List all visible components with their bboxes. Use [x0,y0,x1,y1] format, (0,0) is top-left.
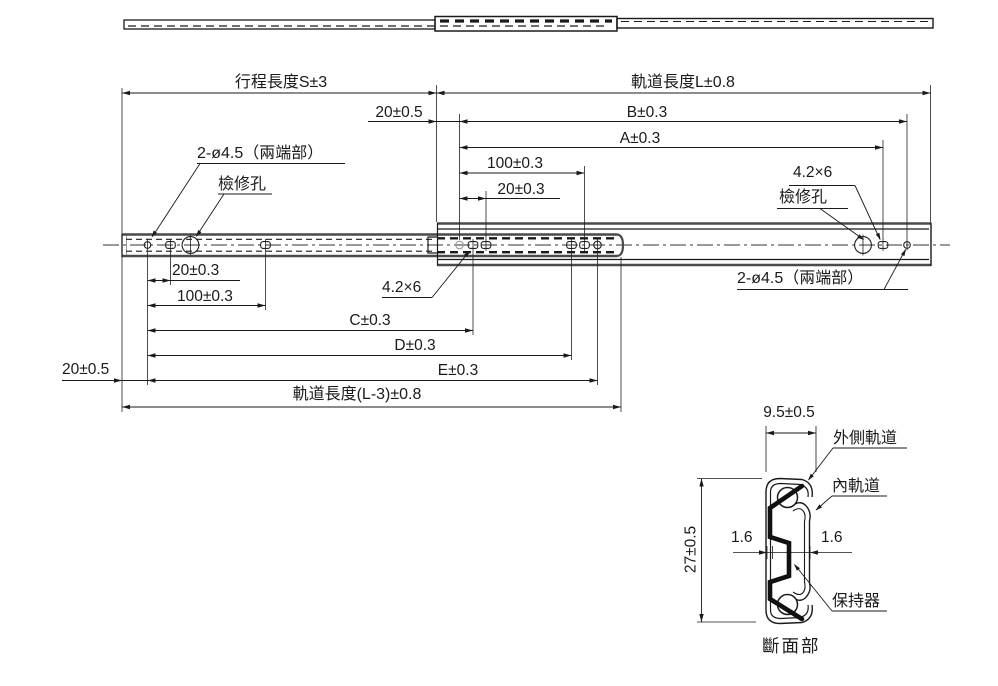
dim-top-pitch100: 100±0.3 [487,155,543,172]
dim-rail-length: 軌道長度L±0.8 [631,74,735,91]
label-end-holes-left: 2-ø4.5（兩端部） [197,145,324,162]
collapsed-assembly-view [123,15,934,32]
label-end-holes-right: 2-ø4.5（兩端部） [737,270,864,287]
label-inspection-right: 檢修孔 [779,189,828,206]
leader-arrows [151,230,906,258]
dim-bottom-offset20: 20±0.5 [62,361,110,378]
dim-inner-rail-length: 軌道長度(L-3)±0.8 [292,386,422,403]
dim-section-height: 27±0.5 [682,525,700,574]
label-slot-bottom-left: 4.2×6 [382,279,422,296]
label-slot-top-right: 4.2×6 [793,164,833,181]
label-retainer: 保持器 [832,593,881,610]
dimension-lines [62,92,931,408]
dim-section-width: 9.5±0.5 [763,404,815,421]
dim-bottom-pitch100: 100±0.3 [177,288,233,305]
dim-thickness-right: 1.6 [821,529,843,546]
dim-C: C±0.3 [349,312,391,329]
outer-rail [427,222,932,267]
section-caption: 斷面部 [762,636,821,656]
cross-section-view [697,426,907,625]
leader-lines [152,163,908,298]
dim-A: A±0.3 [619,130,661,147]
retainer-profile [767,483,805,622]
label-inspection-left: 檢修孔 [218,176,267,193]
dim-top-offset20: 20±0.5 [375,104,423,121]
mounting-holes [143,234,911,256]
dim-E: E±0.3 [437,362,479,379]
label-outer-rail: 外側軌道 [833,430,898,447]
dim-bottom-pitch20: 20±0.3 [172,262,220,279]
dim-D: D±0.3 [394,337,436,354]
dim-top-pitch20: 20±0.3 [497,181,545,198]
dim-thickness-left: 1.6 [731,529,753,546]
dimension-arrows [114,90,931,410]
extended-slide-view [62,85,950,412]
dim-B: B±0.3 [626,104,668,121]
dim-stroke-length: 行程長度S±3 [234,74,328,91]
extension-lines [121,85,931,412]
label-inner-rail: 內軌道 [832,478,881,495]
